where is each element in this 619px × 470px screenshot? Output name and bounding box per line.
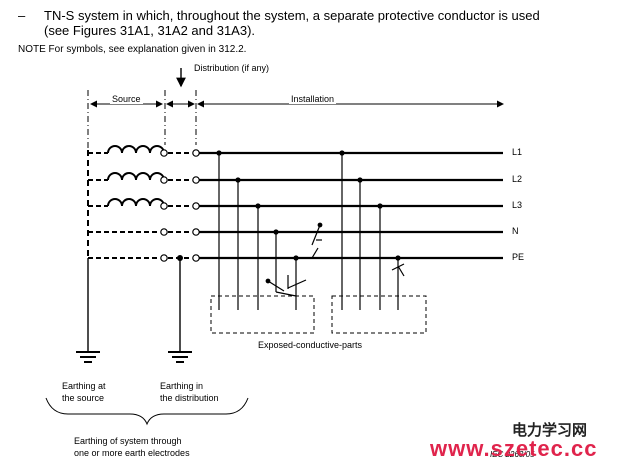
main-conductors xyxy=(199,151,503,260)
installation-label: Installation xyxy=(289,94,337,104)
enclosure-1 xyxy=(210,295,315,334)
note-text: NOTE For symbols, see explanation given … xyxy=(18,44,247,55)
system-earth-label-1: Earthing of system through xyxy=(74,436,182,446)
figure-reference: IEC 2263/05 xyxy=(490,450,535,459)
watermark-cn: 电力学习网 xyxy=(512,422,588,439)
watermark-url: www.szetec.cc xyxy=(430,436,598,461)
winding-l3 xyxy=(107,198,165,207)
earthing-bracket xyxy=(45,397,249,426)
source-label: Source xyxy=(110,94,143,104)
equipment-drops xyxy=(218,153,399,310)
source-stubs xyxy=(88,152,158,259)
conductor-label-n: N xyxy=(512,226,519,236)
conductor-label-l1: L1 xyxy=(512,147,523,157)
earth-source-label-1: Earthing at xyxy=(62,381,106,391)
intro-line-2: (see Figures 31A1, 31A2 and 31A3). xyxy=(44,23,256,38)
earth-dist-label-1: Earthing in xyxy=(160,381,204,391)
enclosure-2 xyxy=(331,295,427,334)
exposed-parts-label: Exposed-conductive-parts xyxy=(258,340,363,350)
section-separators xyxy=(87,90,197,150)
earth-connections xyxy=(87,258,181,352)
transformer-windings xyxy=(107,145,165,207)
system-earth-label-2: one or more earth electrodes xyxy=(74,448,190,458)
winding-l2 xyxy=(107,172,165,181)
earth-symbols xyxy=(76,351,192,363)
winding-l1 xyxy=(107,145,165,154)
earth-source-label-2: the source xyxy=(62,393,105,403)
distribution-segments xyxy=(168,152,192,259)
equipment-enclosures xyxy=(210,295,427,334)
distribution-label: Distribution (if any) xyxy=(194,63,270,73)
intro-line-1: TN-S system in which, throughout the sys… xyxy=(44,8,540,23)
intro-dash: – xyxy=(18,8,26,23)
conductor-label-l2: L2 xyxy=(512,174,523,184)
conductor-label-l3: L3 xyxy=(512,200,523,210)
switch-symbols xyxy=(265,222,405,292)
earth-dist-label-2: the distribution xyxy=(160,393,219,403)
conductor-label-pe: PE xyxy=(512,252,525,262)
